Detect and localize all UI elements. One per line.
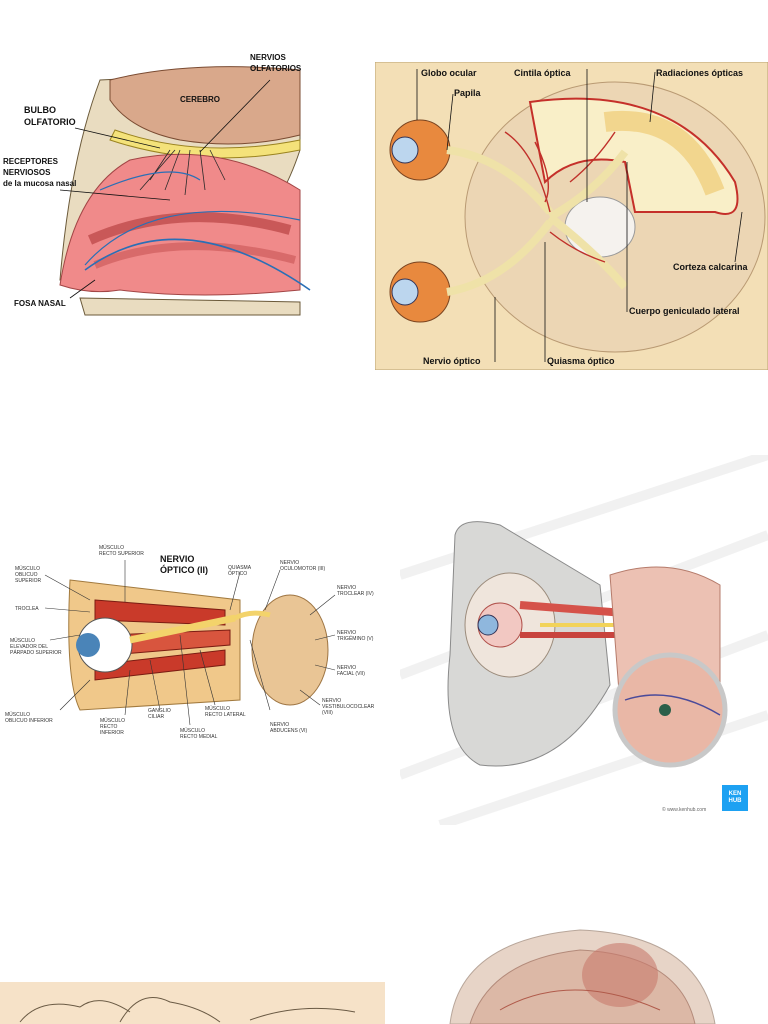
label-quiasma-optico-orbit: QUIASMA ÓPTICO (228, 565, 252, 577)
brain-sketch-partial (0, 982, 385, 1024)
label-radiaciones-opticas: Radiaciones ópticas (656, 68, 744, 78)
label-nervios-olfatorios: NERVIOS OLFATORIOS (250, 53, 302, 73)
label-globo-ocular: Globo ocular (421, 68, 477, 78)
olfactory-illustration (0, 40, 330, 345)
label-trigemino: NERVIO TRIGÉMINO (V) (337, 630, 374, 642)
label-papila: Papila (454, 88, 481, 98)
label-recto-inferior: MÚSCULO RECTO INFERIOR (100, 718, 126, 736)
visual-pathway-illustration (375, 62, 768, 370)
kenhub-skull-illustration (400, 455, 768, 825)
label-fosa-nasal: FOSA NASAL (14, 299, 66, 308)
label-ganglio-ciliar: GANGLIO CILIAR (148, 708, 171, 720)
label-elevador: MÚSCULO ELEVADOR DEL PÁRPADO SUPERIOR (10, 638, 62, 656)
label-troclear: NERVIO TROCLEAR (IV) (337, 585, 374, 597)
orbit-diagram: NERVIO ÓPTICO (II) MÚSCULO RECTO SUPERIO… (0, 540, 390, 745)
label-recto-superior: MÚSCULO RECTO SUPERIOR (99, 545, 144, 557)
brain-sketch-illustration (0, 982, 385, 1024)
label-oblicuo-inferior: MÚSCULO OBLICUO INFERIOR (5, 712, 53, 724)
label-receptores: RECEPTORES NERVIOSOS de la mucosa nasal (3, 157, 77, 188)
brain-section-partial (430, 920, 730, 1024)
label-oblicuo-superior: MÚSCULO OBLICUO SUPERIOR (15, 566, 42, 584)
label-bulbo-olfatorio: BULBO OLFATORIO (24, 105, 76, 127)
kenhub-badge: KEN HUB (722, 785, 748, 811)
kenhub-illustration-panel: KEN HUB © www.kenhub.com (400, 455, 768, 825)
label-troclea: TROCLEA (15, 606, 39, 612)
visual-pathway-diagram: Globo ocular Cintila óptica Radiaciones … (375, 62, 768, 370)
label-cuerpo-geniculado: Cuerpo geniculado lateral (629, 306, 740, 316)
label-quiasma-optico: Quiasma óptico (547, 356, 615, 366)
brain-section-illustration (449, 929, 716, 1024)
label-nervio-optico: Nervio óptico (423, 356, 481, 366)
label-abducens: NERVIO ABDUCENS (VI) (270, 722, 308, 734)
label-cintila-optica: Cintila óptica (514, 68, 571, 78)
label-vestibulococlear: NERVIO VESTIBULOCOCLEAR (VIII) (322, 698, 375, 716)
kenhub-credit: © www.kenhub.com (662, 807, 707, 813)
label-facial: NERVIO FACIAL (VII) (337, 665, 365, 677)
label-recto-medial: MÚSCULO RECTO MEDIAL (180, 728, 218, 740)
olfactory-diagram: NERVIOS OLFATORIOS CEREBRO BULBO OLFATOR… (0, 40, 330, 345)
label-cerebro: CEREBRO (180, 95, 221, 104)
label-corteza-calcarina: Corteza calcarina (673, 262, 748, 272)
orbit-title: NERVIO ÓPTICO (II) (160, 554, 208, 575)
label-oculomotor: NERVIO OCULOMOTOR (III) (280, 560, 326, 572)
label-recto-lateral: MÚSCULO RECTO LATERAL (205, 706, 246, 718)
orbit-illustration (0, 540, 390, 745)
